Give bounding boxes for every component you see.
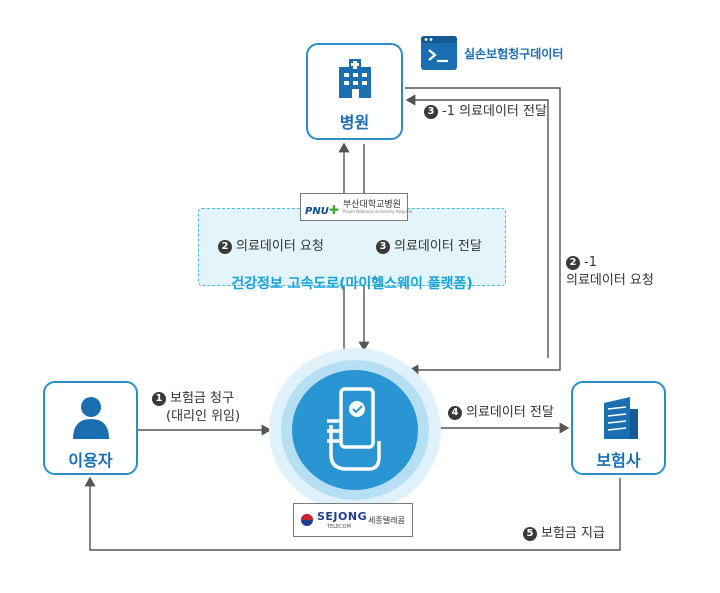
step4-text: 의료데이터 전달 xyxy=(466,405,554,420)
step2-label: 2 의료데이터 요청 xyxy=(218,238,324,255)
step1-text-2: (대리인 위임) xyxy=(166,409,241,424)
step2-1-text: 의료데이터 요청 xyxy=(566,273,654,288)
pnu-plus-icon: ✚ xyxy=(328,203,339,217)
step1-label: 1 보험금 청구 xyxy=(152,390,234,407)
step2-1-number: 2 xyxy=(566,256,580,270)
pnu-logo-box: PNU✚ 부산대학교병원 Pusan National University H… xyxy=(300,193,412,221)
user-node: 이용자 xyxy=(43,381,138,475)
sejong-sub: TELECOM xyxy=(327,524,351,530)
arrow-step2-1 xyxy=(405,94,549,358)
platform-label: 건강정보 고속도로(마이헬스웨이 플랫폼) xyxy=(231,276,473,292)
insurer-label: 보험사 xyxy=(596,451,641,470)
mobile-check-icon xyxy=(327,387,381,471)
step3-number: 3 xyxy=(376,240,390,254)
step5-label: 5 보험금 지급 xyxy=(523,525,605,542)
arrow-step3-1 xyxy=(405,87,561,376)
pnu-name: 부산대학교병원 xyxy=(343,200,401,210)
step4-number: 4 xyxy=(448,406,462,420)
step5-text: 보험금 지급 xyxy=(541,526,605,541)
step5-number: 5 xyxy=(523,527,537,541)
step3-text: 의료데이터 전달 xyxy=(394,239,482,254)
pnu-logo-mark: PNU✚ xyxy=(305,199,339,218)
step1-text: 보험금 청구 xyxy=(170,391,234,406)
center-node xyxy=(265,345,445,515)
building-icon xyxy=(604,397,638,439)
sejong-emblem-icon xyxy=(301,514,313,526)
step2-1-label: 2 -1 xyxy=(566,254,597,271)
system-tag-label: 실손보험청구데이터 xyxy=(464,47,564,61)
step2-number: 2 xyxy=(218,240,232,254)
step2-text: 의료데이터 요청 xyxy=(236,239,324,254)
step1-number: 1 xyxy=(152,392,166,406)
hospital-label: 병원 xyxy=(339,113,370,132)
arrow-step5 xyxy=(84,476,621,551)
sejong-logo-box: SEJONG TELECOM 세종텔레콤 xyxy=(293,503,413,537)
step3-1-number: 3 xyxy=(424,105,438,119)
step3-1-label: 3 -1 의료데이터 전달 xyxy=(424,103,547,120)
insurer-node: 보험사 xyxy=(571,381,666,475)
pnu-subtitle: Pusan National University Hospital xyxy=(343,209,412,214)
step3-label: 3 의료데이터 전달 xyxy=(376,238,482,255)
hospital-icon xyxy=(339,59,371,98)
hospital-node: 병원 xyxy=(306,43,403,140)
step4-label: 4 의료데이터 전달 xyxy=(448,404,554,421)
pnu-mark: PNU xyxy=(305,206,329,217)
sejong-name: 세종텔레콤 xyxy=(368,516,405,525)
user-label: 이용자 xyxy=(68,451,113,470)
step2-1-suffix: -1 xyxy=(584,255,597,270)
user-icon xyxy=(73,397,109,439)
sejong-mark: SEJONG xyxy=(317,510,368,523)
terminal-icon xyxy=(421,36,457,70)
center-circle xyxy=(269,348,441,512)
step3-1-text: -1 의료데이터 전달 xyxy=(442,104,547,119)
